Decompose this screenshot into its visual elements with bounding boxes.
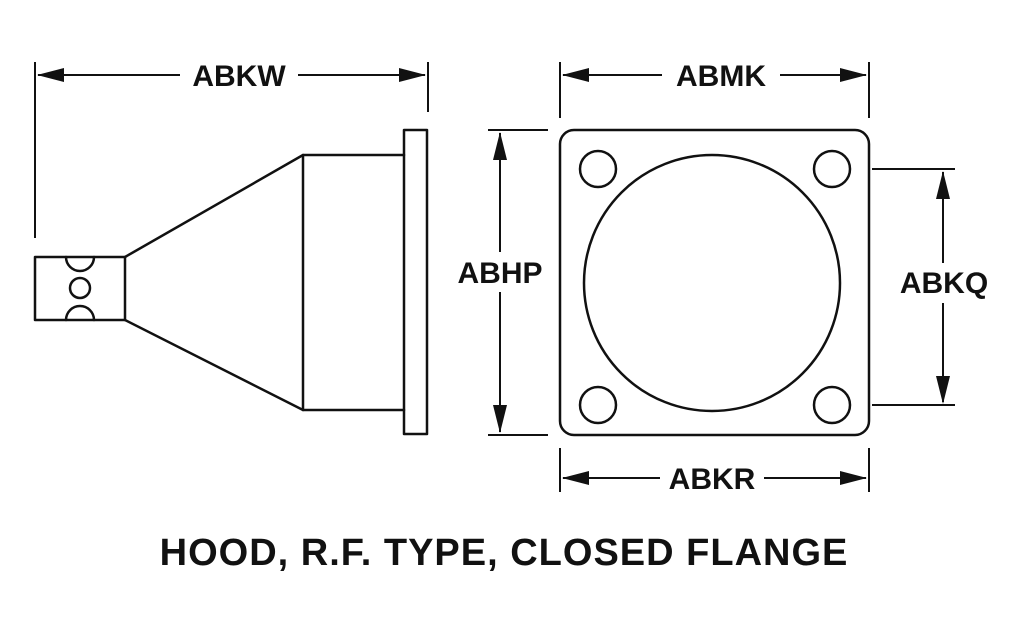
dim-label-abkr: ABKR (669, 463, 756, 496)
dim-label-abkq: ABKQ (900, 267, 988, 300)
bolt-hole-bottom-right (812, 385, 852, 425)
abkq-arrow-top (936, 171, 950, 199)
dim-label-abhp: ABHP (457, 257, 542, 290)
abkw-arrow-left (37, 68, 64, 82)
dim-label-abmk: ABMK (676, 60, 766, 93)
stub-bottom-notch (64, 304, 96, 322)
abhp-arrow-bottom (493, 405, 507, 433)
abkr-arrow-right (840, 471, 867, 485)
waveguide-stub (33, 255, 127, 322)
bolt-hole-top-left (578, 149, 618, 189)
side-view: ABKW (33, 55, 429, 436)
abkq-label-gap (893, 263, 995, 303)
abkr-arrow-left (562, 471, 589, 485)
abmk-label-gap (662, 55, 780, 95)
abmk-arrow-right (840, 68, 867, 82)
taper-cone (123, 153, 305, 412)
central-opening (582, 153, 842, 413)
flange-side (402, 128, 429, 436)
abkq-arrow-bottom (936, 376, 950, 404)
abhp-label-gap (450, 252, 550, 292)
hood-body (301, 153, 406, 412)
bolt-hole-bottom-left (578, 385, 618, 425)
bolt-hole-top-right (812, 149, 852, 189)
abkw-arrow-right (399, 68, 426, 82)
stub-center-hole (68, 276, 92, 300)
abmk-arrow-left (562, 68, 589, 82)
front-view: ABMK ABHP ABKQ ABKR (450, 55, 995, 498)
dim-label-abkw: ABKW (192, 60, 286, 93)
abkr-label-gap (660, 458, 764, 498)
abkw-label-gap (180, 55, 298, 95)
abhp-arrow-top (493, 132, 507, 160)
stub-top-notch (64, 255, 96, 273)
diagram-caption: HOOD, R.F. TYPE, CLOSED FLANGE (159, 532, 849, 574)
flange-plate (558, 128, 871, 437)
